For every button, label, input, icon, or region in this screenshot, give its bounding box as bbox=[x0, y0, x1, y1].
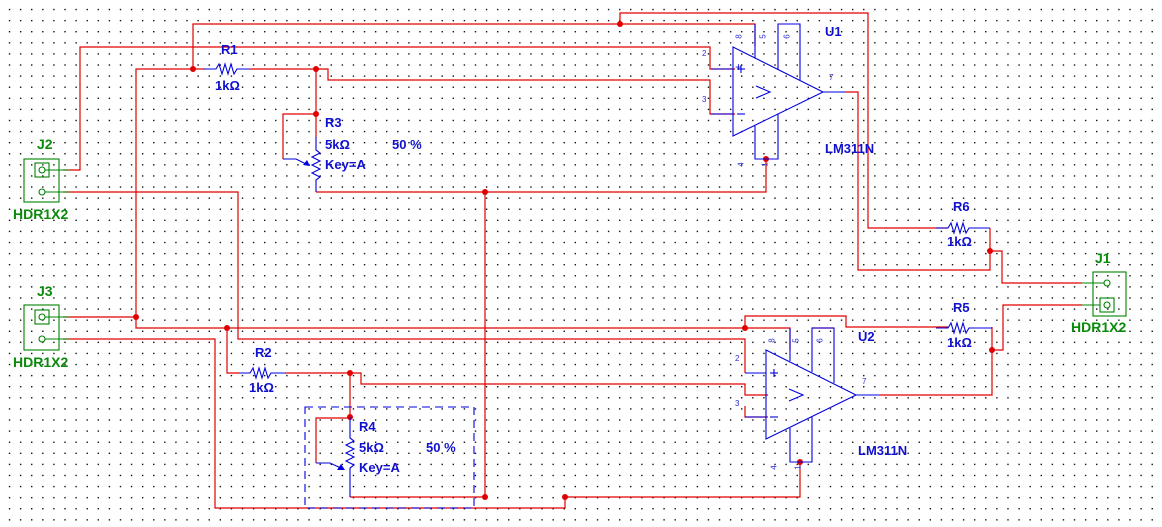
u2-pin-7: 7 bbox=[862, 377, 867, 386]
u2-pin-4: 4 bbox=[769, 465, 779, 470]
junction-dot bbox=[190, 66, 196, 72]
r4-ref-label: R4 bbox=[359, 419, 376, 434]
u1-pin-2: 2 bbox=[702, 49, 707, 58]
wire[interactable] bbox=[744, 406, 768, 418]
resistor-r6-symbol[interactable] bbox=[936, 221, 990, 235]
header-j1-symbol[interactable] bbox=[1082, 271, 1127, 317]
opamp-u1-symbol[interactable] bbox=[711, 23, 846, 160]
r2-value-label: 1kΩ bbox=[249, 380, 274, 395]
u1-pin-6: 6 bbox=[782, 34, 792, 39]
j3-ref-label: J3 bbox=[37, 283, 53, 299]
potentiometer-r3-symbol[interactable] bbox=[283, 137, 322, 192]
u1-plus-sign: + bbox=[735, 60, 743, 74]
wire[interactable] bbox=[992, 304, 1082, 351]
junction-dot bbox=[133, 314, 139, 320]
u1-pin-7: 7 bbox=[829, 73, 834, 82]
r3-setting-label: 50 % bbox=[392, 137, 422, 152]
junction-dot bbox=[482, 494, 488, 500]
u2-ref-label: U2 bbox=[858, 329, 875, 344]
wire[interactable] bbox=[226, 328, 240, 374]
u2-pin-2: 2 bbox=[735, 354, 740, 363]
wire[interactable] bbox=[744, 315, 948, 328]
r3-value-label: 5kΩ bbox=[325, 137, 350, 152]
u2-pin-1: 1 bbox=[793, 465, 803, 470]
r3-key-label: Key=A bbox=[325, 157, 366, 172]
wire[interactable] bbox=[63, 338, 801, 509]
r6-ref-label: R6 bbox=[953, 199, 970, 214]
potentiometer-r4-symbol[interactable] bbox=[316, 417, 356, 497]
r4-key-label: Key=A bbox=[359, 460, 400, 475]
resistor-r5-symbol[interactable] bbox=[936, 321, 992, 335]
j2-part-label: HDR1X2 bbox=[13, 206, 69, 222]
opamp-u2-symbol[interactable] bbox=[745, 327, 880, 463]
wire[interactable] bbox=[990, 250, 1082, 284]
r6-value-label: 1kΩ bbox=[947, 234, 972, 249]
junction-dot bbox=[313, 111, 319, 117]
u1-pin-5: 5 bbox=[758, 34, 768, 39]
junction-dot bbox=[562, 494, 568, 500]
wire[interactable] bbox=[250, 68, 735, 115]
r5-ref-label: R5 bbox=[953, 300, 970, 315]
selection-box bbox=[304, 406, 475, 509]
u2-pin-6: 6 bbox=[815, 338, 825, 343]
junction-dot bbox=[482, 189, 488, 195]
wire[interactable] bbox=[135, 68, 205, 315]
u1-pin-3: 3 bbox=[702, 95, 707, 104]
junctions bbox=[133, 21, 995, 500]
j1-ref-label: J1 bbox=[1095, 250, 1111, 266]
resistor-r1-symbol[interactable] bbox=[204, 62, 250, 76]
u1-part-label: LM311N bbox=[825, 141, 875, 156]
j1-part-label: HDR1X2 bbox=[1071, 319, 1127, 335]
r1-ref-label: R1 bbox=[221, 42, 238, 57]
wire[interactable] bbox=[316, 159, 767, 193]
r3-ref-label: R3 bbox=[325, 115, 342, 130]
junction-dot bbox=[617, 21, 623, 27]
u2-pin-8: 8 bbox=[767, 338, 777, 343]
wire[interactable] bbox=[63, 191, 746, 350]
wire[interactable] bbox=[282, 113, 316, 159]
u1-ref-label: U1 bbox=[825, 24, 842, 39]
r4-setting-label: 50 % bbox=[426, 440, 456, 455]
junction-dot bbox=[347, 370, 353, 376]
r5-value-label: 1kΩ bbox=[947, 335, 972, 350]
j3-part-label: HDR1X2 bbox=[13, 354, 69, 370]
resistor-r2-symbol[interactable] bbox=[240, 366, 285, 380]
junction-dot bbox=[313, 66, 319, 72]
u2-pin-5: 5 bbox=[791, 338, 801, 343]
r1-value-label: 1kΩ bbox=[215, 78, 240, 93]
u2-pin-3: 3 bbox=[735, 399, 740, 408]
junction-dot bbox=[224, 325, 230, 331]
j2-ref-label: J2 bbox=[37, 136, 53, 152]
wire[interactable] bbox=[880, 327, 993, 396]
wire[interactable] bbox=[619, 12, 948, 229]
header-j3-symbol[interactable] bbox=[23, 304, 70, 351]
u1-pin-8: 8 bbox=[734, 34, 744, 39]
u2-part-label: LM311N bbox=[858, 443, 908, 458]
wire[interactable] bbox=[285, 372, 768, 396]
wire[interactable] bbox=[315, 417, 350, 463]
u1-pin-4: 4 bbox=[736, 162, 746, 167]
wire[interactable] bbox=[63, 316, 745, 329]
header-j2-symbol[interactable] bbox=[23, 158, 70, 203]
junction-dot bbox=[742, 325, 748, 331]
u1-pin-1: 1 bbox=[760, 162, 770, 167]
r2-ref-label: R2 bbox=[255, 345, 272, 360]
r4-value-label: 5kΩ bbox=[359, 440, 384, 455]
junction-dot bbox=[987, 248, 993, 254]
junction-dot bbox=[989, 347, 995, 353]
wire[interactable] bbox=[846, 91, 991, 271]
